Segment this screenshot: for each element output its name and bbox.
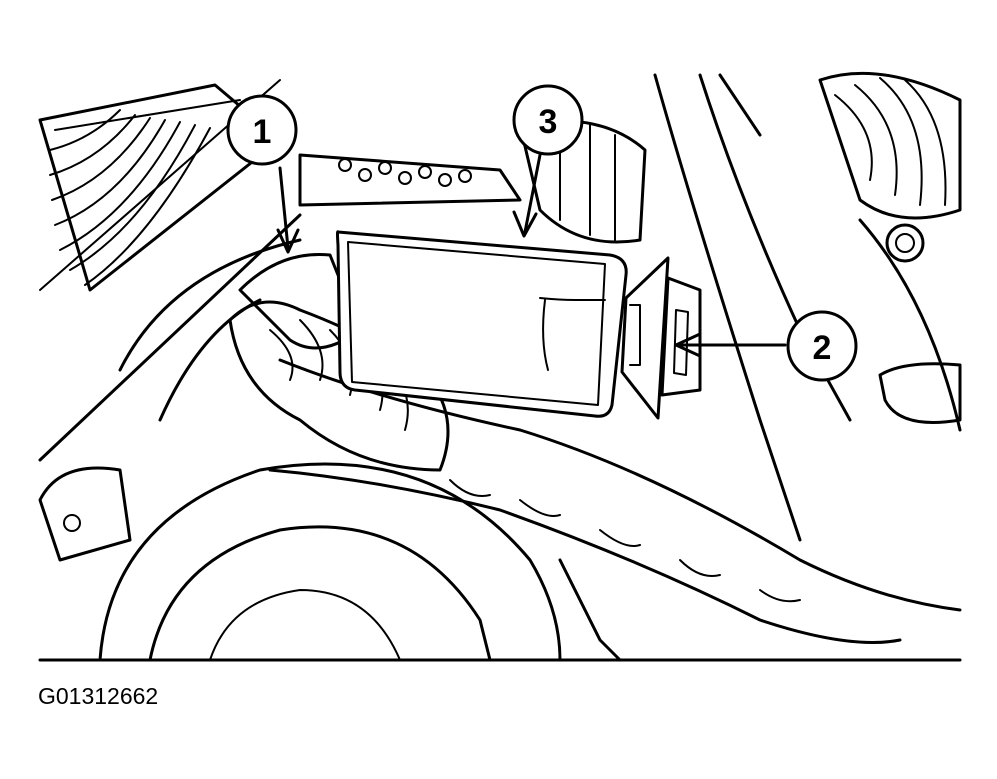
callout-3: 3 (512, 84, 584, 156)
callout-1-label: 1 (253, 113, 272, 151)
leader-lines (276, 153, 787, 358)
callout-3-label: 3 (539, 103, 558, 141)
bolt-icon (885, 223, 925, 263)
sensor-plug (620, 256, 702, 420)
callout-2-label: 2 (813, 329, 832, 367)
callout-1: 1 (226, 94, 298, 166)
perforated-plate (298, 153, 522, 207)
callout-2: 2 (786, 310, 858, 382)
sensor-housing (336, 230, 628, 418)
wiring-harness (268, 358, 962, 662)
drawing-lines (38, 71, 962, 662)
pulley (38, 462, 562, 662)
corrugated-hose-right (818, 71, 962, 220)
figure-id: G01312662 (38, 683, 159, 709)
leader-arrow-1 (276, 228, 300, 254)
